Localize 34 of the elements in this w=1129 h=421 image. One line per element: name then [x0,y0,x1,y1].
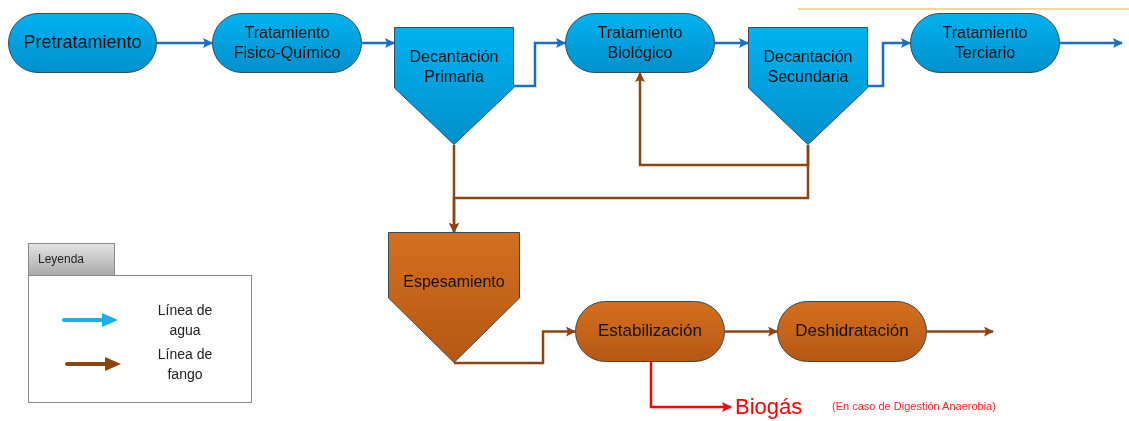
legend-text: Línea de agua [156,301,214,340]
node-label: Estabilización [597,321,703,341]
node-label: Tratamiento Biológico [596,23,684,63]
note-text: (En caso de Digestión Anaerobia) [832,400,996,412]
legend-text: Línea de fango [156,345,214,384]
flow-arrow [1060,38,1123,48]
node-label: Espesamiento [402,272,506,292]
node-label: Tratamiento Terciario [941,23,1029,63]
flow-arrow [362,38,395,48]
process-pill [565,13,715,73]
legend-title-tab: Leyenda [28,243,115,276]
settling-tank-shape [388,232,520,363]
flow-arrow [867,38,911,88]
process-pill [575,301,725,362]
settling-tank-shape [394,27,514,145]
flow-arrow [927,326,994,337]
process-pill [777,301,927,362]
node-label: Biogás [735,393,804,421]
settling-tank-shape [748,27,868,145]
process-pill [8,13,157,73]
flow-arrow [635,72,810,167]
flow-arrow [513,38,566,88]
node-label: Decantación Secundaria [762,47,854,87]
process-pill [910,13,1060,73]
node-label: Decantación Primaria [408,47,500,87]
flow-arrow [715,38,749,48]
node-label: Tratamiento Fisico-Químico [232,23,342,63]
flow-arrow [725,326,778,337]
flow-arrow [649,362,732,412]
flow-arrow [157,38,213,48]
node-label: Pretratamiento [22,32,143,52]
flow-arrow [454,326,576,365]
process-pill [212,13,362,73]
node-label: Deshidratación [794,321,910,341]
